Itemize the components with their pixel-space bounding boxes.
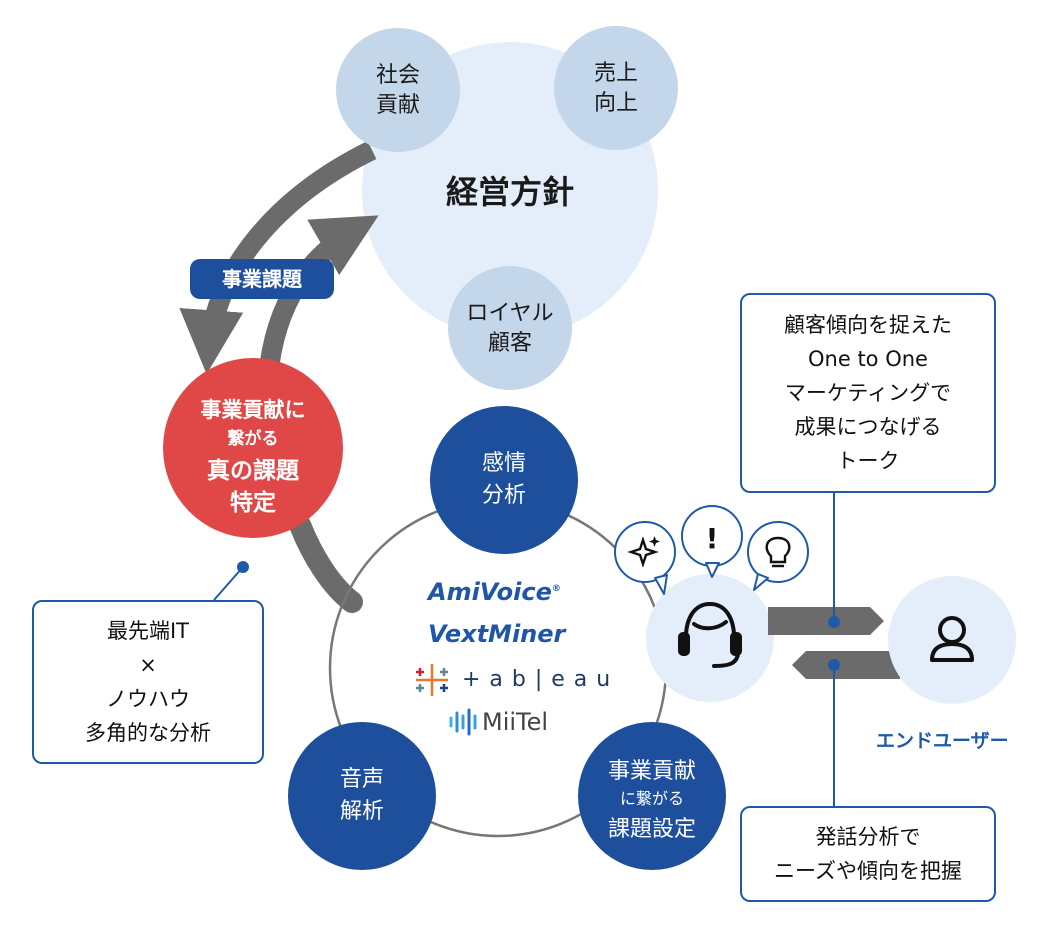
sales-growth-circle xyxy=(554,26,678,150)
voice-label-line1: 音声 xyxy=(340,767,384,792)
core-issue-line3: 真の課題 xyxy=(207,457,300,484)
amivoice-registered-mark: ® xyxy=(551,584,561,594)
sales-label-line1: 売上 xyxy=(594,61,638,86)
speech-analysis-line2: ニーズや傾向を把握 xyxy=(774,859,962,883)
emotion-analysis-node xyxy=(430,406,578,554)
end-user-label: エンドユーザー xyxy=(876,730,1009,752)
expertise-line1: 最先端IT xyxy=(106,619,190,643)
social-label-line2: 貢献 xyxy=(376,93,420,118)
miitel-logo: MiiTel xyxy=(482,708,549,736)
arrow-to-end-user xyxy=(768,607,884,635)
lightbulb-icon xyxy=(765,536,791,568)
operator-headset-icon xyxy=(678,601,742,668)
speech-analysis-line1: 発話分析で xyxy=(815,825,921,849)
amivoice-wordmark: AmiVoice xyxy=(428,578,552,606)
sales-label-line2: 向上 xyxy=(594,91,638,116)
person-icon xyxy=(930,616,974,662)
marketing-line5: トーク xyxy=(836,449,900,473)
miitel-logo-mark xyxy=(449,708,477,736)
tableau-logo-mark xyxy=(416,664,448,696)
arrow-to-operator xyxy=(792,651,900,679)
core-issue-line2: 繋がる xyxy=(228,428,279,449)
exclamation-icon: ! xyxy=(706,522,719,555)
expertise-line2: × xyxy=(139,653,157,677)
core-issue-circle xyxy=(163,358,343,538)
marketing-talk-box: 顧客傾向を捉えた One to One マーケティングで 成果につなげる トーク xyxy=(740,293,996,493)
sparkle-bubble xyxy=(614,521,676,595)
loyal-label-line2: 顧客 xyxy=(488,331,532,356)
amivoice-logo: AmiVoice® xyxy=(428,578,561,606)
emotion-label-line2: 分析 xyxy=(482,483,526,508)
arrow-cycle-link xyxy=(289,514,363,613)
idea-bubble xyxy=(747,521,809,591)
vextminer-logo: VextMiner xyxy=(428,620,566,648)
marketing-line3: マーケティングで xyxy=(784,381,952,405)
social-contribution-circle xyxy=(336,28,460,152)
alert-bubble: ! xyxy=(681,505,743,578)
left-box-connector xyxy=(213,566,244,601)
marketing-line2: One to One xyxy=(808,347,928,371)
expertise-box: 最先端IT × ノウハウ 多角的な分析 xyxy=(32,600,264,764)
tableau-logo: + a b | e a u xyxy=(462,667,612,692)
business-issue-tag: 事業課題 xyxy=(190,259,334,299)
expertise-line4: 多角的な分析 xyxy=(85,721,211,745)
speech-analysis-box: 発話分析で ニーズや傾向を把握 xyxy=(740,806,996,902)
loyal-label-line1: ロイヤル xyxy=(466,301,553,326)
arrow-up-to-policy xyxy=(258,215,379,379)
emotion-label-line1: 感情 xyxy=(482,451,526,476)
loyal-customer-circle xyxy=(448,266,572,390)
bottom-box-connector-dot xyxy=(828,659,840,671)
issue-setting-line3: 課題設定 xyxy=(608,817,696,842)
arrow-down-to-issue xyxy=(179,141,377,375)
operator-circle xyxy=(646,574,774,702)
management-policy-label: 経営方針 xyxy=(446,173,574,211)
left-box-connector-dot xyxy=(237,561,249,573)
top-box-connector-dot xyxy=(828,616,840,628)
issue-setting-line1: 事業貢献 xyxy=(608,759,696,784)
issue-setting-node xyxy=(578,722,726,870)
core-issue-line1: 事業貢献に xyxy=(201,398,306,422)
issue-setting-line2: に繋がる xyxy=(620,789,684,808)
expertise-line3: ノウハウ xyxy=(106,687,190,711)
core-issue-line4: 特定 xyxy=(230,489,276,516)
voice-analysis-node xyxy=(288,722,436,870)
social-label-line1: 社会 xyxy=(376,63,420,88)
voice-label-line2: 解析 xyxy=(340,799,384,824)
sparkle-icon xyxy=(627,536,659,568)
marketing-line1: 顧客傾向を捉えた xyxy=(784,313,952,337)
marketing-line4: 成果につなげる xyxy=(794,415,942,439)
